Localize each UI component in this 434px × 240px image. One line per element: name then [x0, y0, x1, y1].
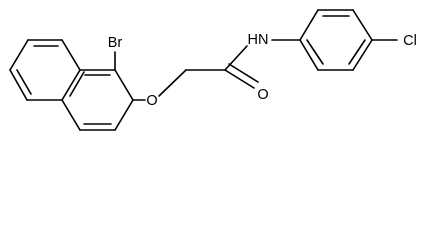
bond [352, 39, 373, 71]
c-o-double-bond [228, 63, 259, 83]
bond [352, 9, 373, 41]
c-o-double-bond [224, 69, 255, 89]
bond [299, 9, 319, 41]
double-bond-inner [306, 39, 324, 65]
bond [114, 69, 134, 101]
chlorine-atom-label: Cl [403, 33, 417, 49]
naphthalene-left-ring [9, 39, 63, 101]
chlorophenyl-ring [299, 9, 373, 71]
carbonyl-oxygen-label: O [257, 87, 268, 103]
double-bond-inner [348, 39, 366, 65]
naphthalene-right-ring [61, 69, 134, 131]
bromine-atom-label: Br [108, 35, 123, 51]
bond [114, 99, 134, 131]
bond [9, 39, 29, 71]
fusion-bond [61, 39, 81, 71]
double-bond-inner [16, 69, 32, 95]
fusion-bond [61, 69, 81, 101]
double-bond-inner [69, 71, 85, 97]
c-n-bond [224, 45, 248, 71]
chemical-structure-diagram: Br O O HN Cl [9, 9, 417, 131]
o-ch2-bond [158, 69, 187, 97]
ether-oxygen-label: O [146, 93, 157, 109]
bond [9, 69, 28, 101]
bond [299, 39, 319, 71]
bond [61, 99, 81, 131]
amide-nitrogen-label: HN [248, 32, 269, 48]
